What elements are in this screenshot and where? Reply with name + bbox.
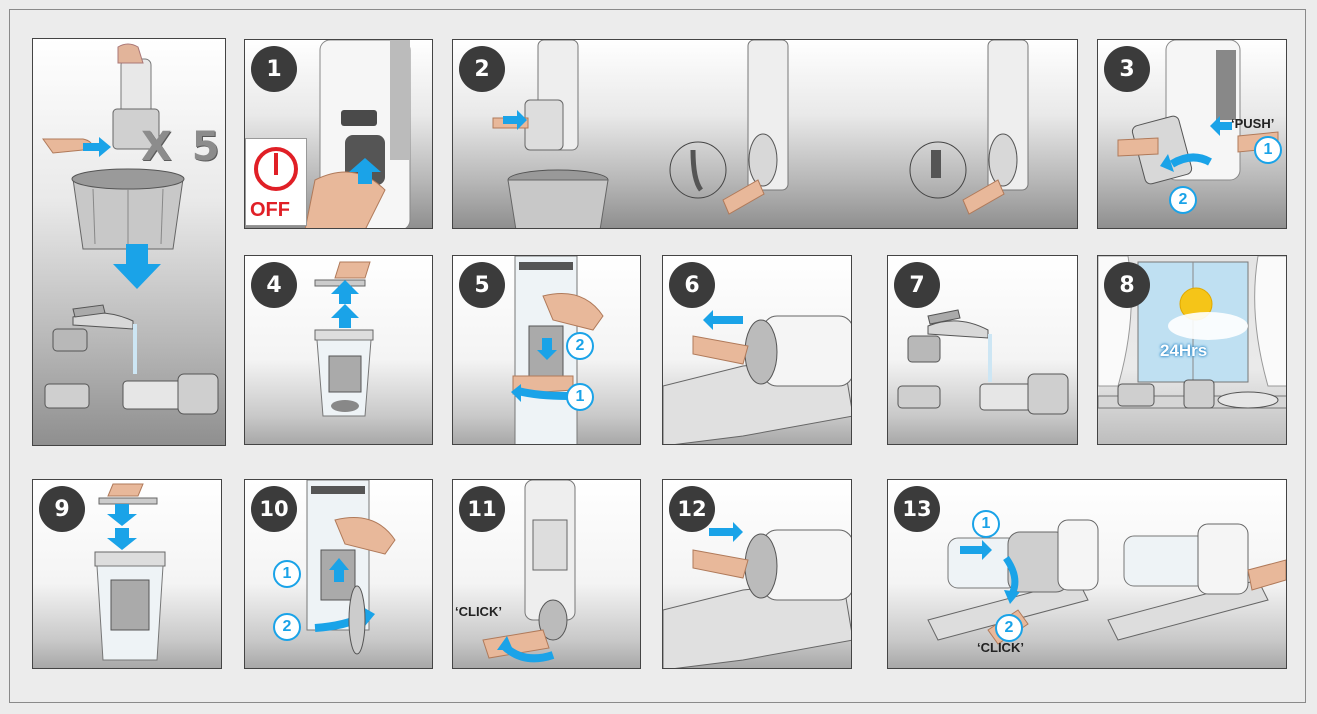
step-13-callout-2: 2 <box>995 614 1023 642</box>
panel-step-13: 13 1 2 ‘CLICK’ <box>887 479 1287 669</box>
panel-step-3: 3 ‘PUSH’ 1 2 <box>1097 39 1287 229</box>
off-indicator: OFF <box>245 138 307 226</box>
step-badge-2: 2 <box>459 46 505 92</box>
push-label: ‘PUSH’ <box>1231 116 1274 131</box>
step-badge-5: 5 <box>459 262 505 308</box>
panel-step-1: 1 OFF <box>244 39 433 229</box>
empty-bin-illustration <box>33 39 226 446</box>
step-badge-3: 3 <box>1104 46 1150 92</box>
step-badge-4: 4 <box>251 262 297 308</box>
panel-empty-bin: X 5 <box>32 38 226 446</box>
panel-step-8: 8 24Hrs <box>1097 255 1287 445</box>
step-badge-11: 11 <box>459 486 505 532</box>
step-badge-13: 13 <box>894 486 940 532</box>
click-label-13: ‘CLICK’ <box>977 640 1024 655</box>
step-10-callout-1: 1 <box>273 560 301 588</box>
panel-step-11: 11 ‘CLICK’ <box>452 479 641 669</box>
step-badge-10: 10 <box>251 486 297 532</box>
panel-step-5: 5 2 1 <box>452 255 641 445</box>
step-5-callout-1: 1 <box>566 383 594 411</box>
step-5-callout-2: 2 <box>566 332 594 360</box>
step-3-callout-1: 1 <box>1254 136 1282 164</box>
panel-step-12: 12 <box>662 479 852 669</box>
panel-step-9: 9 <box>32 479 222 669</box>
panel-step-6: 6 <box>662 255 852 445</box>
reassemble-bin-illustration <box>888 480 1287 669</box>
step-badge-1: 1 <box>251 46 297 92</box>
step-badge-9: 9 <box>39 486 85 532</box>
cyclone-cleaning-illustration <box>453 40 1078 229</box>
step-badge-7: 7 <box>894 262 940 308</box>
step-13-callout-1: 1 <box>972 510 1000 538</box>
step-badge-8: 8 <box>1104 262 1150 308</box>
panel-step-10: 10 1 2 <box>244 479 433 669</box>
panel-step-2: 2 <box>452 39 1078 229</box>
step-badge-12: 12 <box>669 486 715 532</box>
step-badge-6: 6 <box>669 262 715 308</box>
step-3-callout-2: 2 <box>1169 186 1197 214</box>
panel-step-4: 4 <box>244 255 433 445</box>
repeat-five-label: X 5 <box>141 124 223 170</box>
dry-time-label: 24Hrs <box>1160 341 1207 361</box>
click-label-11: ‘CLICK’ <box>455 604 502 619</box>
step-10-callout-2: 2 <box>273 613 301 641</box>
off-label: OFF <box>250 199 290 222</box>
panel-step-7: 7 <box>887 255 1078 445</box>
